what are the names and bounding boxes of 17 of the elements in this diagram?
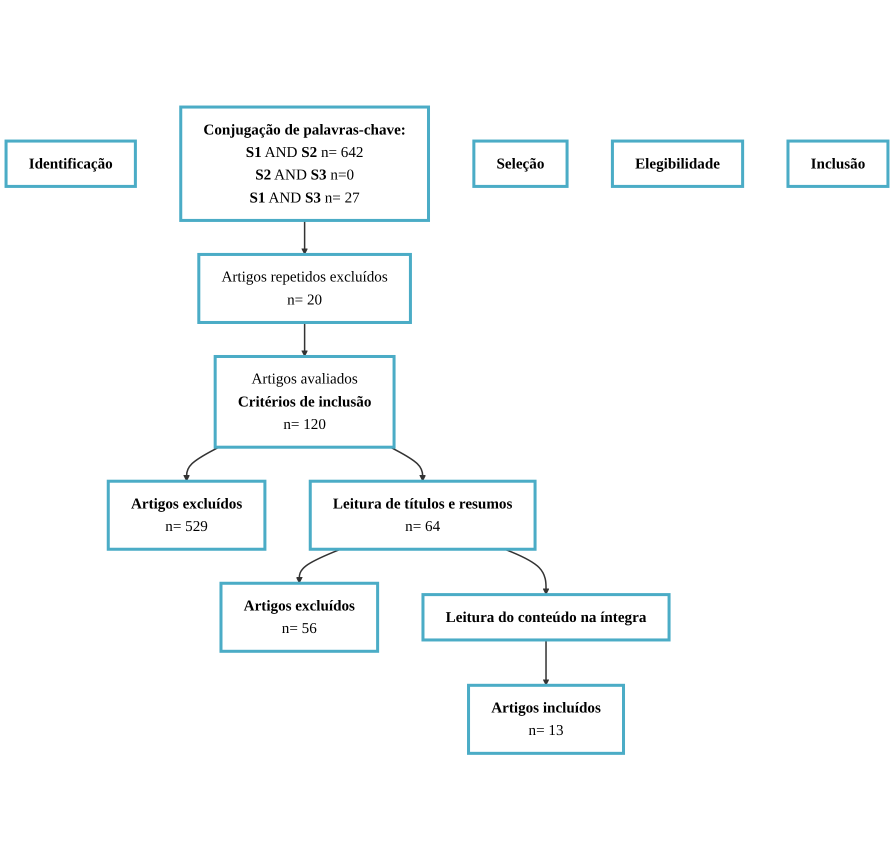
arrow: [301, 322, 308, 358]
node-box: Seleção: [472, 140, 569, 188]
node-box: Artigos incluídos n= 13: [467, 684, 626, 756]
arrow: [301, 220, 308, 256]
node-box: Artigos excluídos n= 529: [106, 480, 266, 552]
node-box: Artigos avaliados Critérios de inclusão n= 120: [214, 355, 396, 450]
arrow: [390, 446, 426, 482]
node-box: Leitura de títulos e resumos n= 64: [308, 480, 537, 552]
node-box: Elegibilidade: [610, 140, 744, 188]
node-box: Artigos excluídos n= 56: [219, 582, 380, 654]
node-box: Inclusão: [786, 140, 890, 188]
node-box: Leitura do conteúdo na íntegra: [421, 593, 671, 642]
node-box: Conjugação de palavras-chave: S1 AND S2 n= 642 S2 AND S3 n=0 S1 AND S3 n= 27: [179, 106, 430, 222]
arrow: [183, 446, 220, 482]
arrow: [542, 640, 550, 686]
node-box: Artigos repetidos excluídos n= 20: [197, 253, 412, 324]
node-box: Identificação: [4, 140, 137, 188]
